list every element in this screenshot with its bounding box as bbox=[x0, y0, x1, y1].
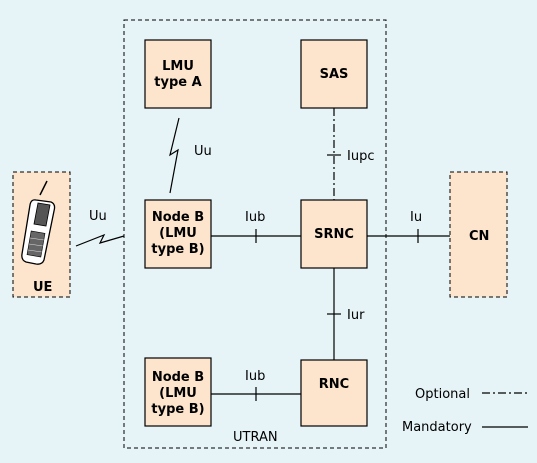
rnc-node bbox=[300, 359, 368, 427]
iub-1-label: Iub bbox=[245, 210, 265, 225]
utran-label: UTRAN bbox=[233, 430, 278, 445]
ue-label: UE bbox=[33, 280, 52, 295]
node-b-1-line2: (LMU bbox=[159, 226, 197, 241]
rnc-label: RNC bbox=[319, 377, 349, 392]
node-b-2-line1: Node B bbox=[152, 370, 204, 385]
iupc-label: Iupc bbox=[347, 149, 374, 164]
iu-label: Iu bbox=[410, 210, 422, 225]
srnc-label: SRNC bbox=[314, 227, 354, 242]
uu-lmu-label: Uu bbox=[194, 144, 212, 159]
lmu-type-a-line2: type A bbox=[154, 75, 201, 90]
node-b-2-line3: type B) bbox=[151, 402, 204, 417]
cn-label: CN bbox=[469, 229, 489, 244]
iub-2-label: Iub bbox=[245, 369, 265, 384]
utran-boundary bbox=[123, 19, 387, 449]
uu-ue-label: Uu bbox=[89, 209, 107, 224]
uu-lmu-radio-link bbox=[169, 117, 180, 194]
srnc-node bbox=[300, 199, 368, 269]
lmu-type-a-node bbox=[144, 39, 212, 109]
node-b-1-line3: type B) bbox=[151, 242, 204, 257]
node-b-1-line1: Node B bbox=[152, 210, 204, 225]
cn-box bbox=[449, 171, 508, 298]
sas-label: SAS bbox=[320, 67, 349, 82]
legend-optional-label: Optional bbox=[415, 387, 470, 402]
lmu-type-a-line1: LMU bbox=[162, 59, 194, 74]
node-b-2-line2: (LMU bbox=[159, 386, 197, 401]
node-b-1 bbox=[144, 199, 212, 269]
iur-label: Iur bbox=[347, 308, 365, 323]
mobile-phone-icon bbox=[21, 180, 56, 265]
legend-mandatory-label: Mandatory bbox=[402, 420, 472, 435]
node-b-2 bbox=[144, 357, 212, 427]
uu-ue-radio-link bbox=[75, 233, 125, 247]
